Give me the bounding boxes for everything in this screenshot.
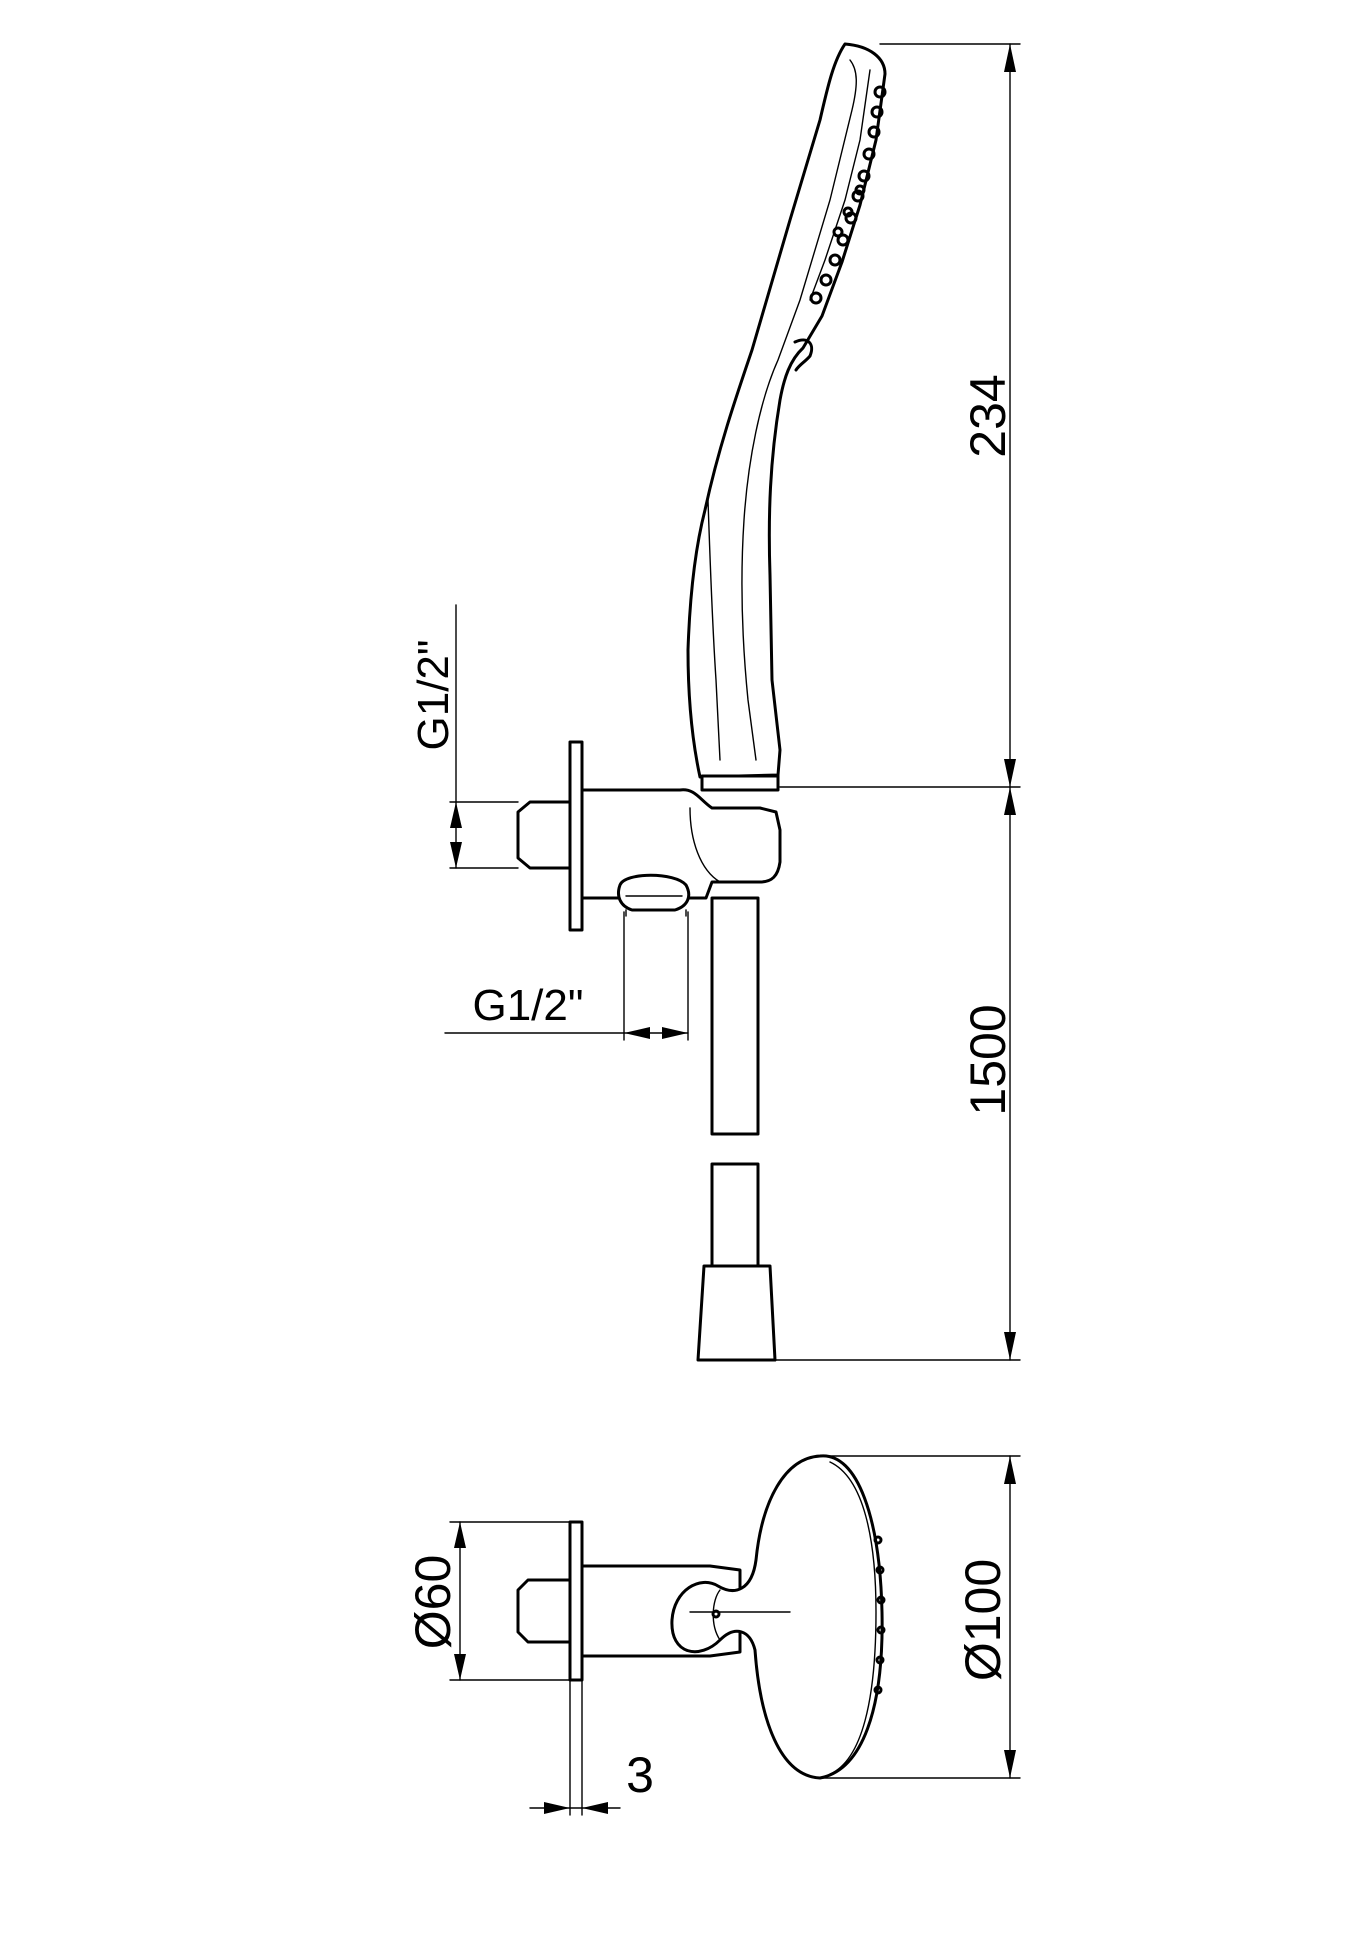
- handle-collar: [700, 774, 780, 792]
- front-flange: [568, 1520, 584, 1682]
- dim-outlet-thread: G1/2": [472, 981, 583, 1030]
- nozzle-row: [809, 85, 887, 305]
- dim-hose-length: 1500: [960, 1004, 1016, 1115]
- front-view-dimensions: Ø100 Ø60 3: [405, 1455, 1021, 1816]
- hose-upper: [710, 896, 760, 1136]
- outlet-elbow: [617, 873, 691, 912]
- front-nipple: [516, 1578, 572, 1644]
- side-view: [516, 42, 887, 1362]
- front-shower-head: [670, 1454, 886, 1780]
- dim-wall-thread: G1/2": [409, 639, 458, 750]
- hand-shower-side: [686, 42, 887, 779]
- dim-flange-thickness: 3: [626, 1747, 654, 1803]
- wall-thread-nipple: [516, 800, 572, 870]
- dim-flange-diameter: Ø60: [405, 1555, 461, 1650]
- front-view: [516, 1454, 886, 1780]
- hose-end-nut: [696, 1264, 777, 1362]
- front-nozzles: [873, 1535, 886, 1695]
- dim-handset-length: 234: [960, 374, 1016, 457]
- side-view-dimensions: 234 1500 G1/2" G1/2": [409, 43, 1021, 1361]
- wall-flange: [568, 740, 584, 932]
- holder-arm: [580, 788, 782, 900]
- hose-lower: [710, 1162, 760, 1268]
- dim-head-diameter: Ø100: [955, 1559, 1011, 1681]
